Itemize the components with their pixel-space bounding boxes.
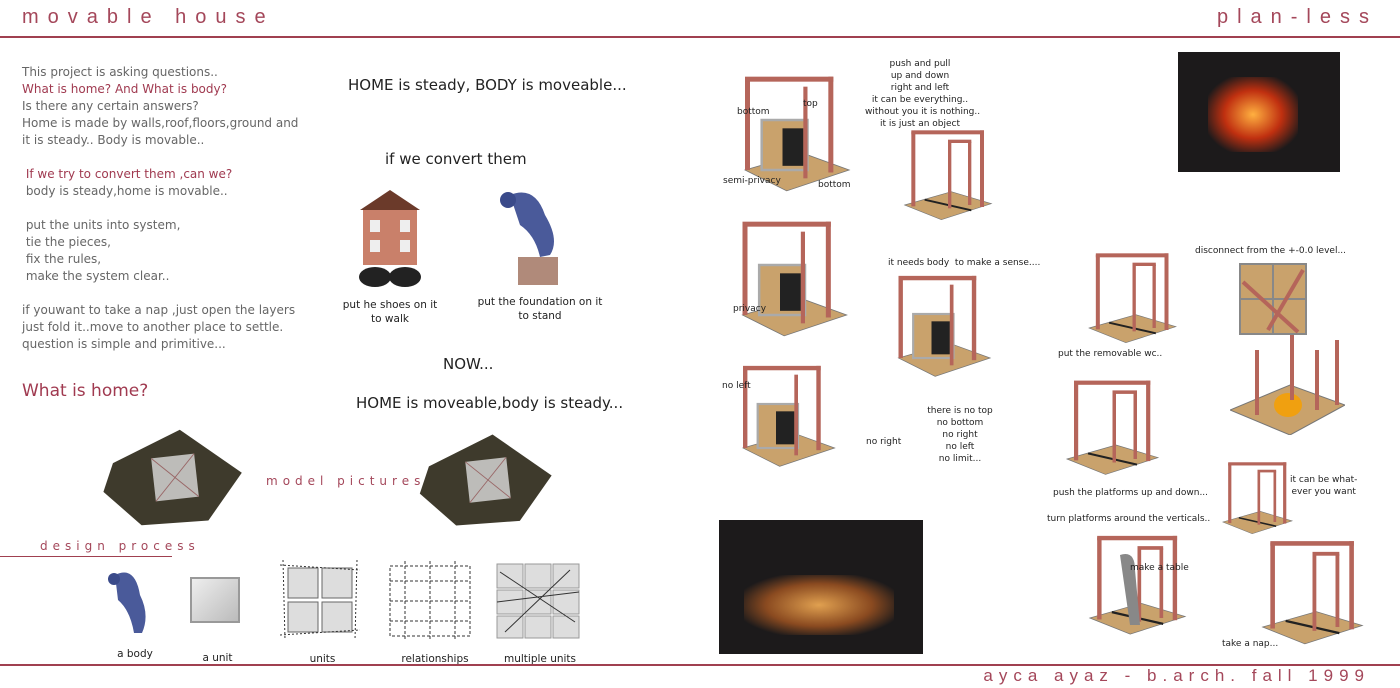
process-body-image xyxy=(108,572,146,633)
header-rule xyxy=(0,36,1400,38)
label-no-left: no left xyxy=(722,381,751,391)
unit-drawing-wc-platform xyxy=(1230,335,1345,435)
intro-line: put the units into system, xyxy=(22,218,181,232)
intro-line: make the system clear.. xyxy=(22,269,170,283)
model-picture-1 xyxy=(100,425,250,530)
process-caption: units xyxy=(309,653,336,665)
label-push-platforms: push the platforms up and down... xyxy=(1053,488,1209,498)
unit-drawing-needs-body xyxy=(880,270,1005,380)
unit-drawing-whatever xyxy=(1210,458,1305,538)
process-caption: a unit xyxy=(202,652,233,664)
statement-home-moveable: HOME is moveable,body is steady... xyxy=(356,394,624,412)
unit-drawing-push-platforms xyxy=(1050,375,1175,480)
process-relationships-image xyxy=(389,561,471,641)
label-bottom: bottom xyxy=(737,107,770,117)
author-credit: ayca ayaz - b.arch. fall 1999 xyxy=(983,666,1370,685)
foundation-caption: put the foundation on it to stand xyxy=(477,296,603,322)
model-pictures-label: model pictures xyxy=(266,474,426,488)
design-process-rule xyxy=(0,556,172,557)
intro-line: question is simple and primitive... xyxy=(22,337,226,351)
model-picture-2 xyxy=(418,430,558,530)
intro-question: What is home? And What is body? xyxy=(22,82,227,96)
shoes-caption: put he shoes on it to walk xyxy=(342,299,438,325)
intro-text: This project is asking questions.. What i… xyxy=(22,64,298,353)
label-make-table: make a table xyxy=(1130,563,1189,573)
model-photo-glow xyxy=(1178,52,1340,172)
label-no-right: no right xyxy=(866,437,902,447)
project-title: movable house xyxy=(22,6,275,28)
unit-drawing-table xyxy=(1075,530,1200,640)
unit-drawing-privacy xyxy=(725,215,860,340)
label-bottom-2: bottom xyxy=(818,180,851,190)
label-take-nap: take a nap... xyxy=(1222,639,1279,649)
house-with-shoes-image xyxy=(359,190,421,287)
process-unit-image xyxy=(190,577,240,623)
unit-drawing-wc xyxy=(1070,248,1195,348)
now-heading: NOW... xyxy=(443,355,494,373)
convert-heading: if we convert them xyxy=(385,150,527,168)
intro-line: Home is made by walls,roof,floors,ground… xyxy=(22,116,299,130)
process-caption: a body xyxy=(117,648,153,660)
unit-drawing-push-pull xyxy=(878,125,1018,225)
unit-drawing-disconnect xyxy=(1239,263,1307,335)
concept-title: plan-less xyxy=(1216,6,1378,28)
design-process-label: design process xyxy=(40,539,200,553)
process-units-image xyxy=(280,560,360,640)
process-multiple-units-image xyxy=(496,563,580,639)
label-whatever: it can be what- ever you want xyxy=(1290,475,1358,497)
intro-line: if youwant to take a nap ,just open the … xyxy=(22,303,296,317)
what-is-home-heading: What is home? xyxy=(22,381,149,401)
intro-line: tie the pieces, xyxy=(22,235,111,249)
label-top: top xyxy=(803,99,818,109)
label-turn-platforms: turn platforms around the verticals.. xyxy=(1047,514,1211,524)
intro-line: it is steady.. Body is movable.. xyxy=(22,133,205,147)
unit-drawing-nap xyxy=(1245,535,1380,650)
label-disconnect: disconnect from the +-0.0 level... xyxy=(1195,246,1347,256)
footer-rule xyxy=(0,664,1400,666)
intro-line: just fold it..move to another place to s… xyxy=(22,320,284,334)
label-removable-wc: put the removable wc.. xyxy=(1058,349,1163,359)
label-semi-privacy: semi-privacy xyxy=(723,176,781,186)
process-caption: multiple units xyxy=(503,653,577,665)
label-needs-body: it needs body to make a sense.... xyxy=(888,258,1041,268)
body-with-foundation-image xyxy=(500,192,558,285)
intro-line: body is steady,home is movable.. xyxy=(22,184,228,198)
label-privacy: privacy xyxy=(733,304,767,314)
statement-home-steady: HOME is steady, BODY is moveable... xyxy=(348,76,627,94)
intro-question: If we try to convert them ,can we? xyxy=(22,167,233,181)
unit-drawing-no-left xyxy=(712,360,862,470)
model-photo-platforms xyxy=(719,520,923,654)
label-no-top: there is no top no bottom no right no le… xyxy=(927,406,993,464)
label-push-pull: push and pull up and down right and left… xyxy=(865,59,981,129)
intro-line: Is there any certain answers? xyxy=(22,99,199,113)
intro-line: This project is asking questions.. xyxy=(22,65,218,79)
intro-line: fix the rules, xyxy=(22,252,102,266)
process-caption: relationships xyxy=(401,653,469,665)
